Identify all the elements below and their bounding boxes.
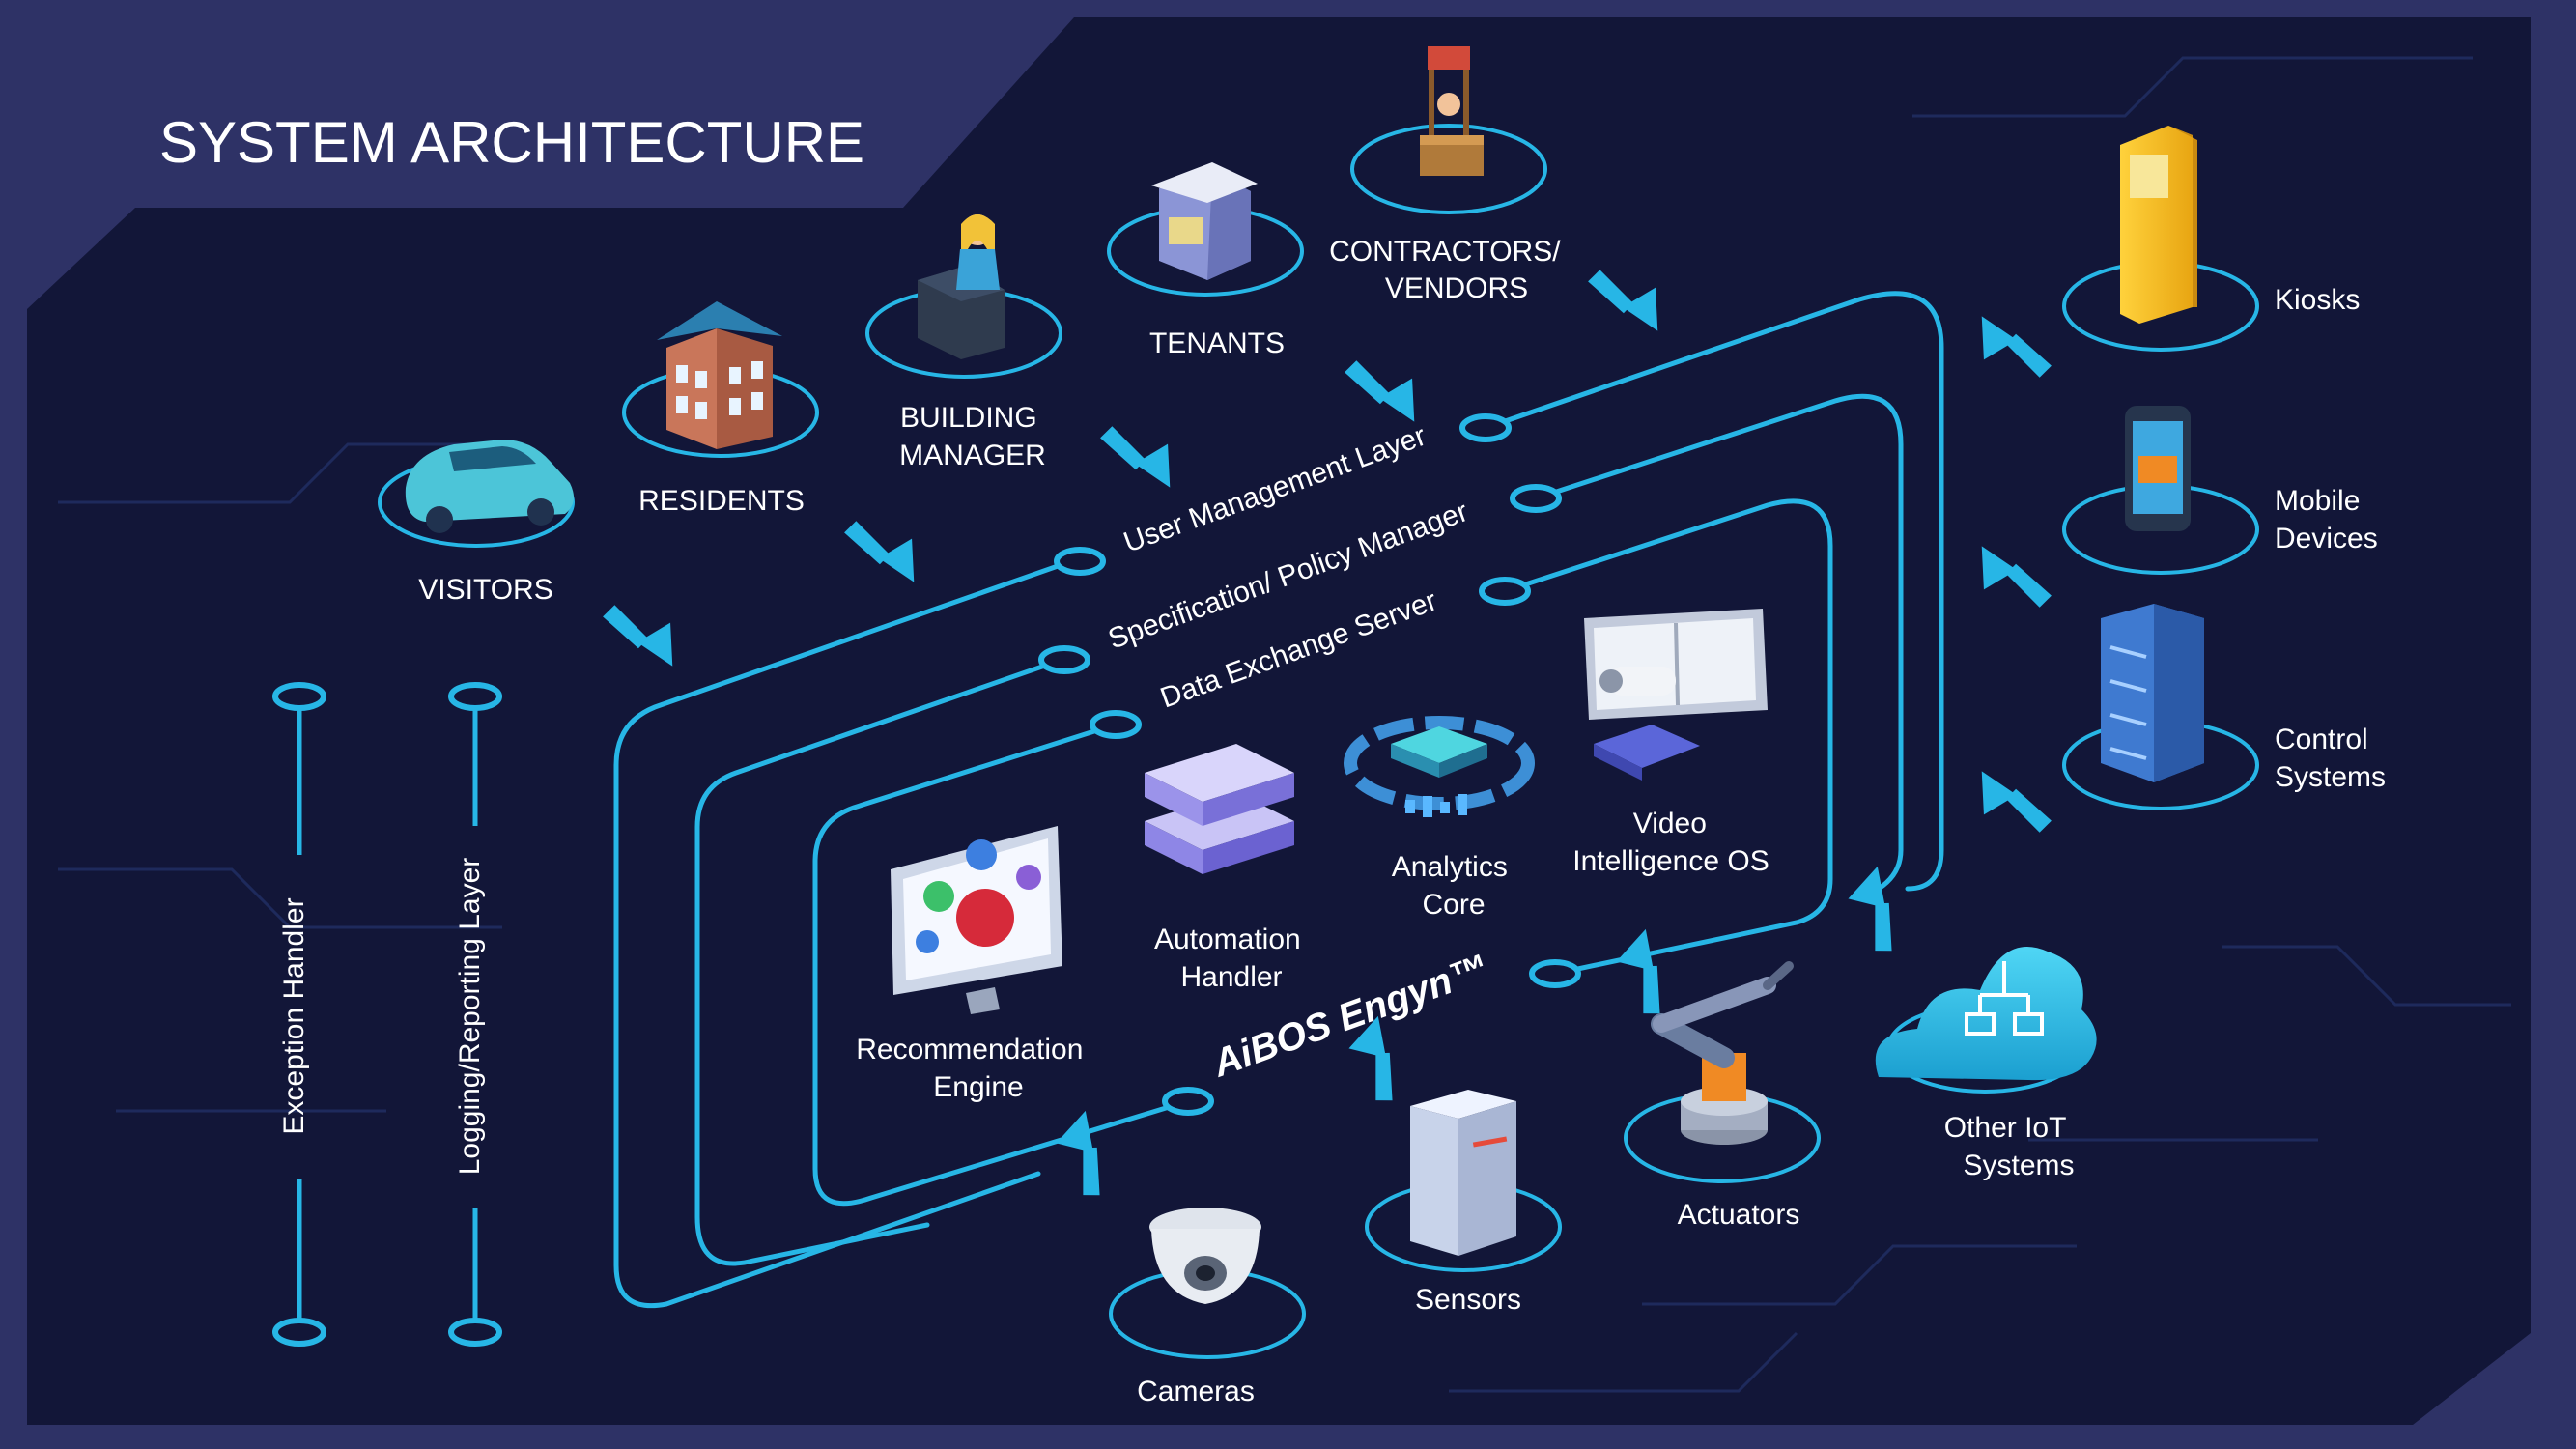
shop-icon — [1420, 46, 1484, 176]
label-kiosks: Kiosks — [2275, 284, 2360, 316]
camera-icon — [1149, 1208, 1261, 1304]
pipe-right-3 — [1502, 498, 1833, 977]
label-other-iot: Other IoT Systems — [1944, 1112, 2075, 1181]
label-automation-handler: Automation Handler — [1154, 923, 1309, 993]
pipe-nodes — [1038, 413, 1581, 1116]
label-control-systems: Control Systems — [2275, 724, 2386, 793]
label-analytics-core: Analytics Core — [1392, 851, 1515, 921]
robot-arm-icon — [1651, 961, 1794, 1145]
circuit-texture — [58, 56, 2511, 1393]
logging-reporting-label: Logging/Reporting Layer — [454, 858, 486, 1176]
label-cameras: Cameras — [1137, 1376, 1255, 1407]
exception-handler-bar: Exception Handler — [272, 682, 326, 1347]
logging-reporting-bar: Logging/Reporting Layer — [448, 682, 502, 1347]
pipe-outer — [613, 555, 1083, 1309]
car-icon — [405, 440, 574, 533]
monitor-icon — [891, 826, 1062, 1014]
building-icon — [657, 301, 782, 449]
label-sensors: Sensors — [1415, 1284, 1521, 1316]
shop-icon — [1151, 162, 1258, 280]
label-actuators: Actuators — [1678, 1199, 1800, 1231]
label-mobile-devices: Mobile Devices — [2275, 485, 2378, 554]
pipe-inner — [812, 722, 1191, 1207]
cloud-icon — [1875, 947, 2097, 1081]
label-video-intelligence: Video Intelligence OS — [1572, 808, 1769, 877]
chip-icon — [1344, 716, 1535, 817]
cctv-icon — [1584, 609, 1768, 781]
label-contractors: CONTRACTORS/ VENDORS — [1329, 236, 1569, 304]
manager-icon — [918, 214, 1005, 359]
pipe-right-1 — [1483, 291, 1944, 892]
server-icon — [2101, 604, 2204, 782]
kiosk-icon — [2120, 126, 2197, 324]
stack-icon — [1145, 744, 1294, 874]
pipes — [613, 291, 1944, 1309]
page-title: SYSTEM ARCHITECTURE — [159, 110, 864, 175]
pipe-middle — [694, 656, 1067, 1266]
label-visitors: VISITORS — [418, 574, 552, 606]
label-residents: RESIDENTS — [638, 485, 805, 517]
sensor-icon — [1410, 1090, 1516, 1256]
label-recommendation-engine: Recommendation Engine — [856, 1034, 1090, 1103]
label-building-manager: BUILDING MANAGER — [899, 402, 1046, 471]
exception-handler-label: Exception Handler — [278, 897, 310, 1134]
label-tenants: TENANTS — [1149, 327, 1285, 359]
mobile-icon — [2125, 406, 2191, 531]
pipe-right-2 — [1533, 393, 1904, 892]
